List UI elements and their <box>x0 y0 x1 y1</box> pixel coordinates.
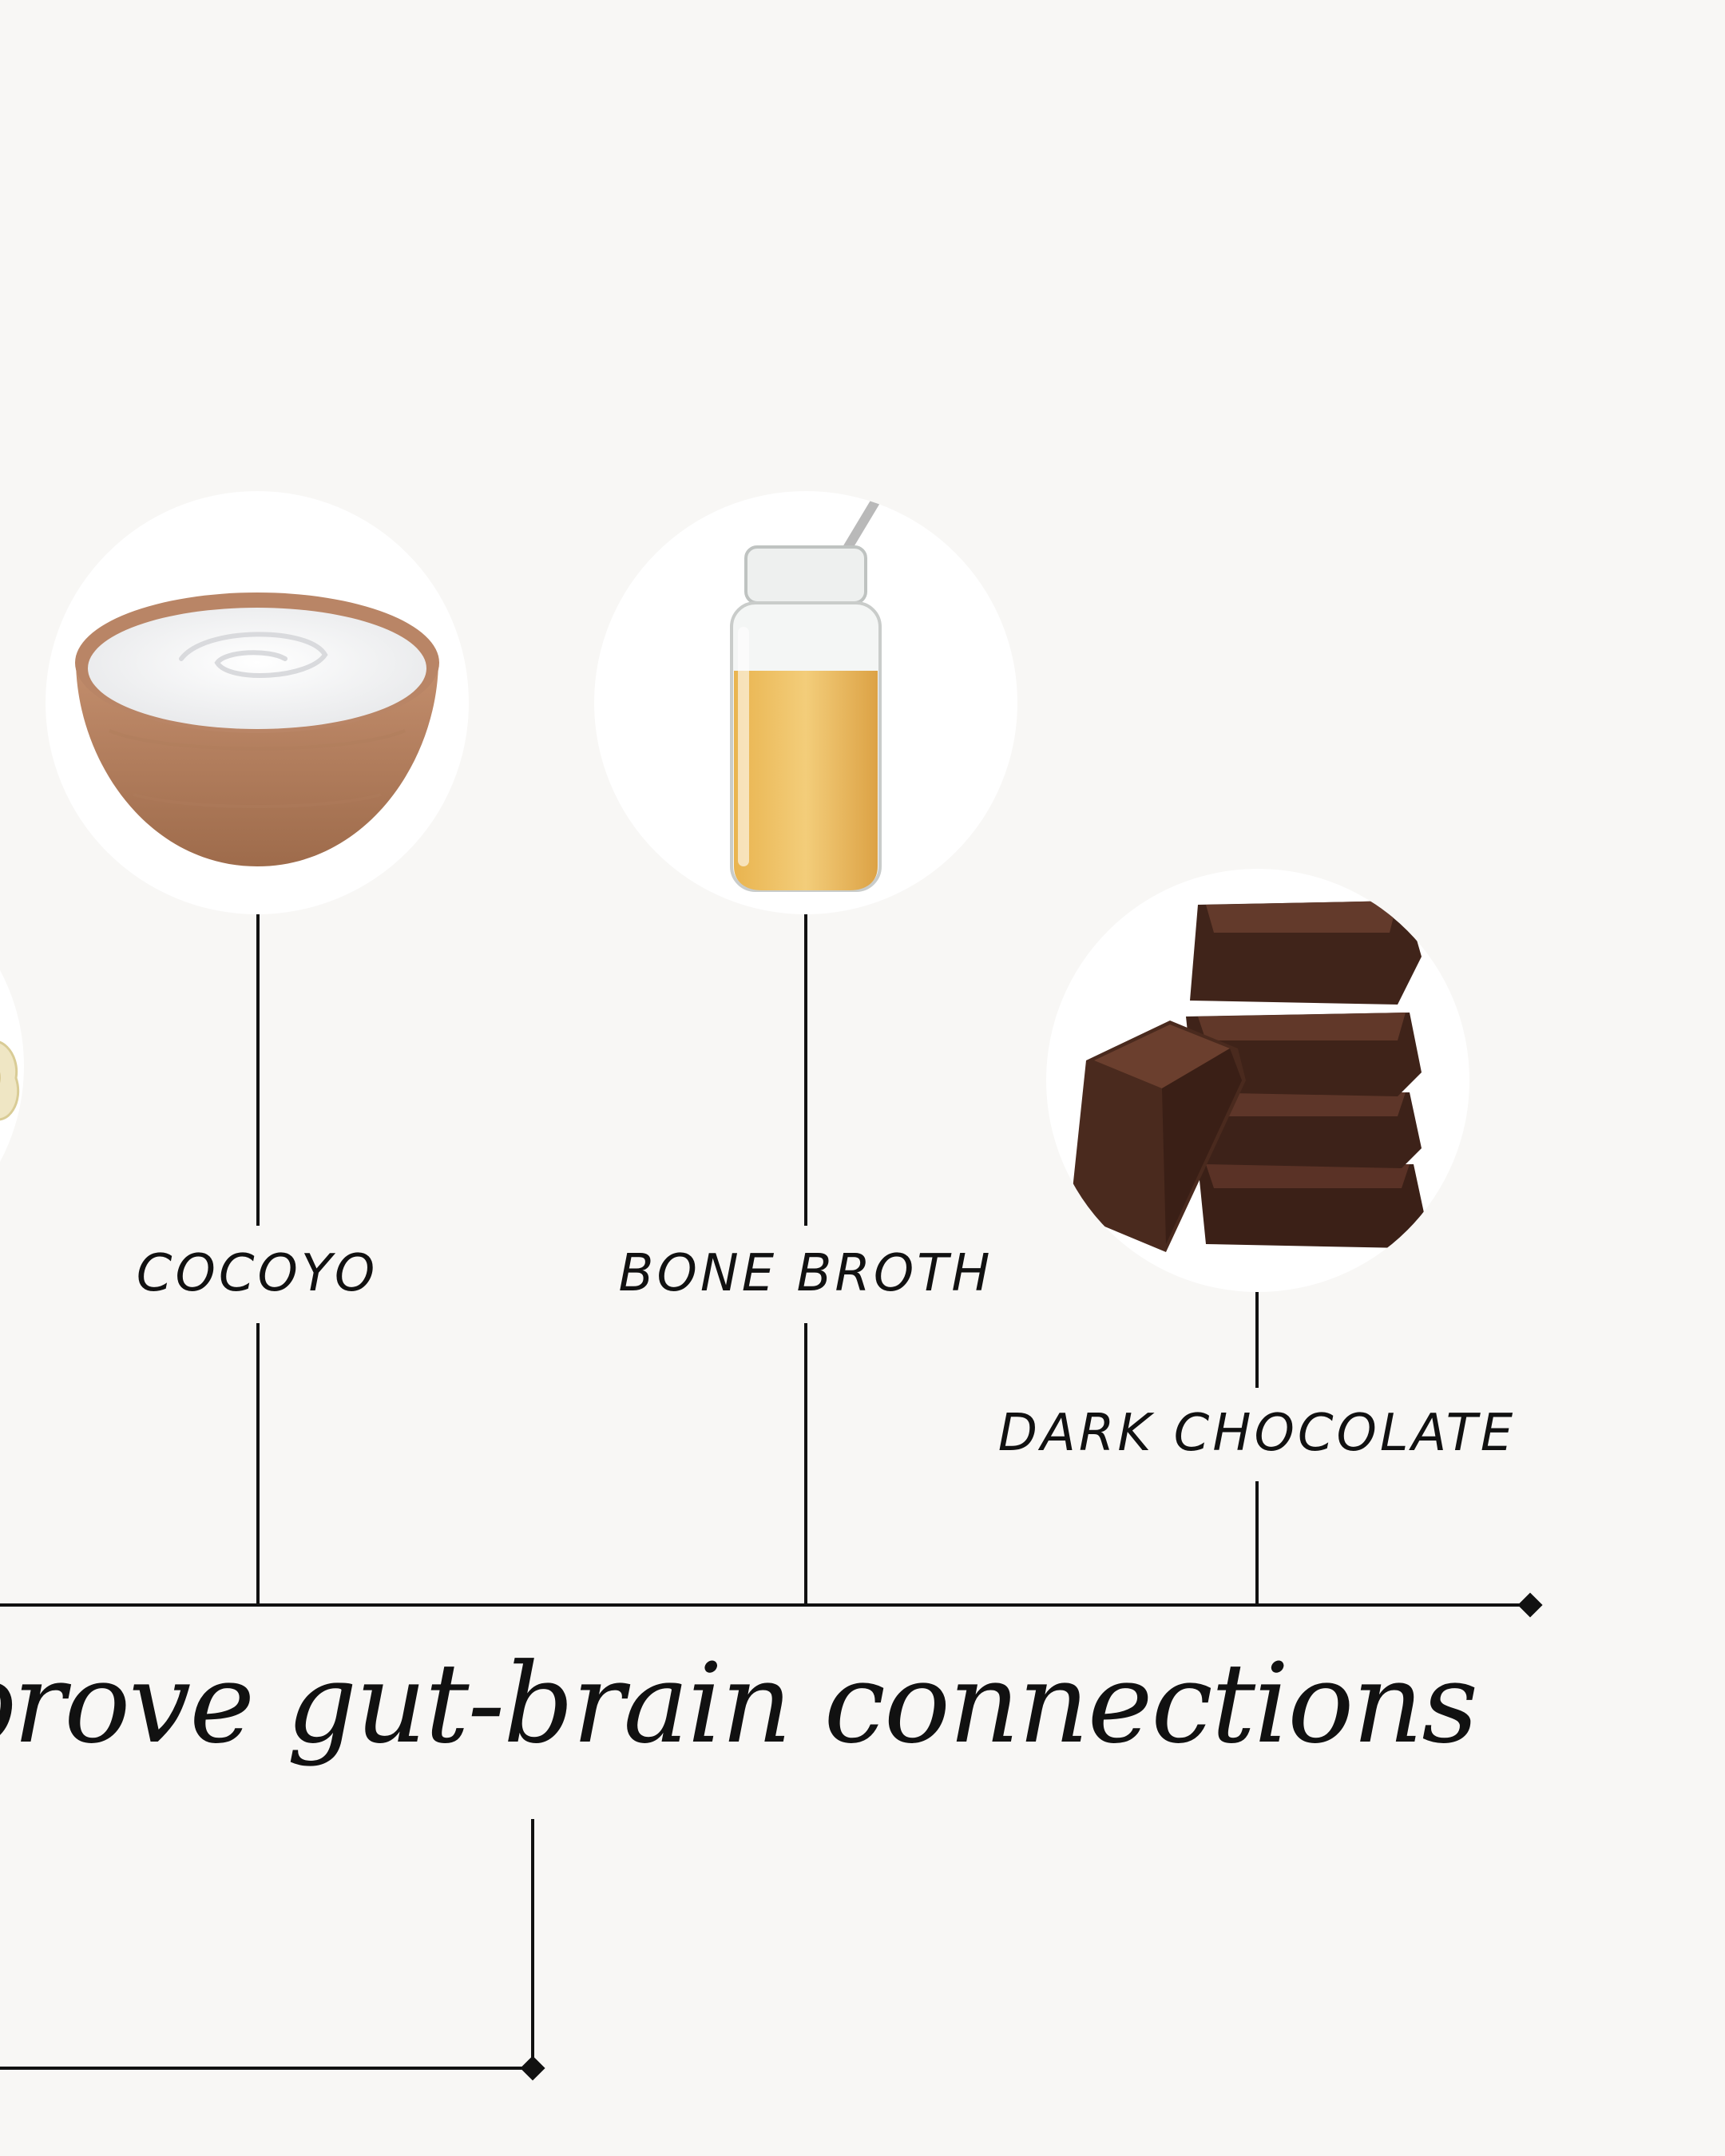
lower-connector-horizontal <box>0 2067 534 2070</box>
lower-connector-end-marker <box>520 2055 545 2081</box>
timeline-axis-end-marker <box>1517 1592 1543 1618</box>
lower-connector-vertical <box>531 1819 534 2068</box>
cocoyo-lower-stem <box>256 1323 260 1605</box>
cocoyo-circle <box>46 491 469 914</box>
partial-food-circle <box>0 862 24 1270</box>
headline: prove gut-brain connections <box>0 1639 1478 1768</box>
dark-chocolate-upper-stem <box>1255 1292 1259 1388</box>
partial-food-icon <box>0 1040 20 1121</box>
timeline-axis <box>0 1603 1529 1607</box>
dark-chocolate-label: DARK CHOCOLATE <box>997 1404 1517 1463</box>
dark-chocolate-circle <box>1046 869 1469 1292</box>
dark-chocolate-lower-stem <box>1255 1481 1259 1605</box>
chocolate-stack-icon <box>1070 901 1426 1252</box>
broth-jar-icon <box>730 491 886 892</box>
cocoyo-upper-stem <box>256 914 260 1226</box>
bone-broth-lower-stem <box>804 1323 807 1605</box>
yogurt-bowl-icon <box>75 593 439 866</box>
bone-broth-circle <box>594 491 1017 914</box>
bone-broth-label: BONE BROTH <box>618 1244 993 1303</box>
bone-broth-upper-stem <box>804 914 807 1226</box>
cocoyo-label: COCOYO <box>136 1244 379 1303</box>
